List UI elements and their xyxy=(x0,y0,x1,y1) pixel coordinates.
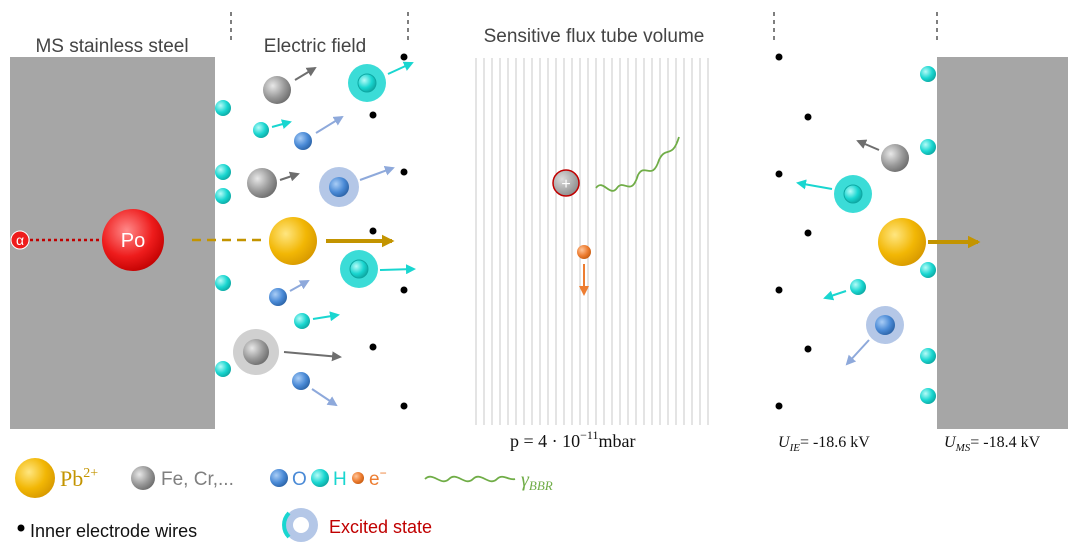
o-atom xyxy=(269,288,287,306)
legend-excited-label: Excited state xyxy=(329,517,432,537)
legend-gamma-label: γBBR xyxy=(521,469,553,493)
o-atom xyxy=(292,372,310,390)
voltage-ms-label: UMS= -18.4 kV xyxy=(944,434,1041,454)
electrode-wire xyxy=(369,227,377,235)
legend-h-icon xyxy=(311,469,329,487)
alpha-label: α xyxy=(16,232,24,248)
legend-wire-icon xyxy=(17,524,25,532)
po-nucleus xyxy=(102,209,164,271)
electron xyxy=(577,245,591,259)
legend-e-icon xyxy=(352,472,364,484)
electrode-wire xyxy=(775,53,783,61)
h-atom xyxy=(357,73,377,93)
legend-photon-icon xyxy=(424,475,516,483)
legend: Pb2+ Fe, Cr,... O H e− γBBR Inner electr… xyxy=(15,458,553,542)
o-atom xyxy=(875,315,895,335)
fe-atom xyxy=(263,76,291,104)
ms-steel-label: MS stainless steel xyxy=(35,36,188,57)
h-atom xyxy=(215,164,231,180)
legend-h-label: H xyxy=(333,469,347,490)
po-label: Po xyxy=(121,230,145,252)
fe-atom xyxy=(243,339,269,365)
left-particles xyxy=(215,61,416,407)
legend-wires-label: Inner electrode wires xyxy=(30,521,197,541)
voltage-ie-label: UIE= -18.6 kV xyxy=(778,434,870,454)
electrode-wire xyxy=(804,345,812,353)
positive-ion xyxy=(552,169,580,197)
electrode-wire xyxy=(775,170,783,178)
legend-o-label: O xyxy=(292,469,307,490)
flux-tube-label: Sensitive flux tube volume xyxy=(484,26,705,47)
h-atom xyxy=(349,259,369,279)
svg-text:UMS= -18.4 kV: UMS= -18.4 kV xyxy=(944,434,1041,454)
flux-tube-lines xyxy=(475,58,709,425)
boundary-markers xyxy=(230,12,938,42)
h-atom xyxy=(920,262,936,278)
electrode-wire xyxy=(400,402,408,410)
electrode-wire xyxy=(804,229,812,237)
legend-pb-icon xyxy=(15,458,55,498)
h-atom xyxy=(215,188,231,204)
h-atom xyxy=(215,100,231,116)
inner-electrode-wires xyxy=(369,53,812,410)
alpha-particle xyxy=(10,230,30,250)
h-atom xyxy=(253,122,269,138)
electrode-wire xyxy=(775,402,783,410)
h-atom xyxy=(843,184,863,204)
pb-ion xyxy=(269,217,317,265)
electrode-wire xyxy=(400,286,408,294)
electrode-wire xyxy=(400,53,408,61)
legend-e-label: e− xyxy=(369,466,387,490)
legend-fe-icon xyxy=(131,466,155,490)
legend-pb-label: Pb2+ xyxy=(60,466,98,491)
h-atom xyxy=(294,313,310,329)
h-atom xyxy=(215,361,231,377)
fe-atom xyxy=(247,168,277,198)
h-atom xyxy=(920,348,936,364)
pressure-label: p = 4 · 10−11mbar xyxy=(510,428,635,451)
electrode-wire xyxy=(775,286,783,294)
electrode-wire xyxy=(369,343,377,351)
h-atom xyxy=(920,66,936,82)
right-particles xyxy=(796,66,981,404)
o-atom xyxy=(294,132,312,150)
electrode-wire xyxy=(369,111,377,119)
h-atom xyxy=(215,275,231,291)
h-atom xyxy=(920,388,936,404)
legend-fe-label: Fe, Cr,... xyxy=(161,469,234,490)
svg-text:p = 4 · 10−11mbar: p = 4 · 10−11mbar xyxy=(510,428,635,451)
h-atom xyxy=(920,139,936,155)
positive-ion-label: + xyxy=(561,176,570,193)
electrode-wire xyxy=(400,168,408,176)
o-atom xyxy=(329,177,349,197)
flux-tube-events: + xyxy=(552,136,680,296)
electrode-wire xyxy=(804,113,812,121)
fe-atom xyxy=(881,144,909,172)
svg-text:UIE= -18.6 kV: UIE= -18.6 kV xyxy=(778,434,870,454)
bbr-photon xyxy=(595,136,680,192)
h-atom xyxy=(850,279,866,295)
pb-ion xyxy=(878,218,926,266)
legend-o-icon xyxy=(270,469,288,487)
electric-field-label: Electric field xyxy=(264,36,366,57)
